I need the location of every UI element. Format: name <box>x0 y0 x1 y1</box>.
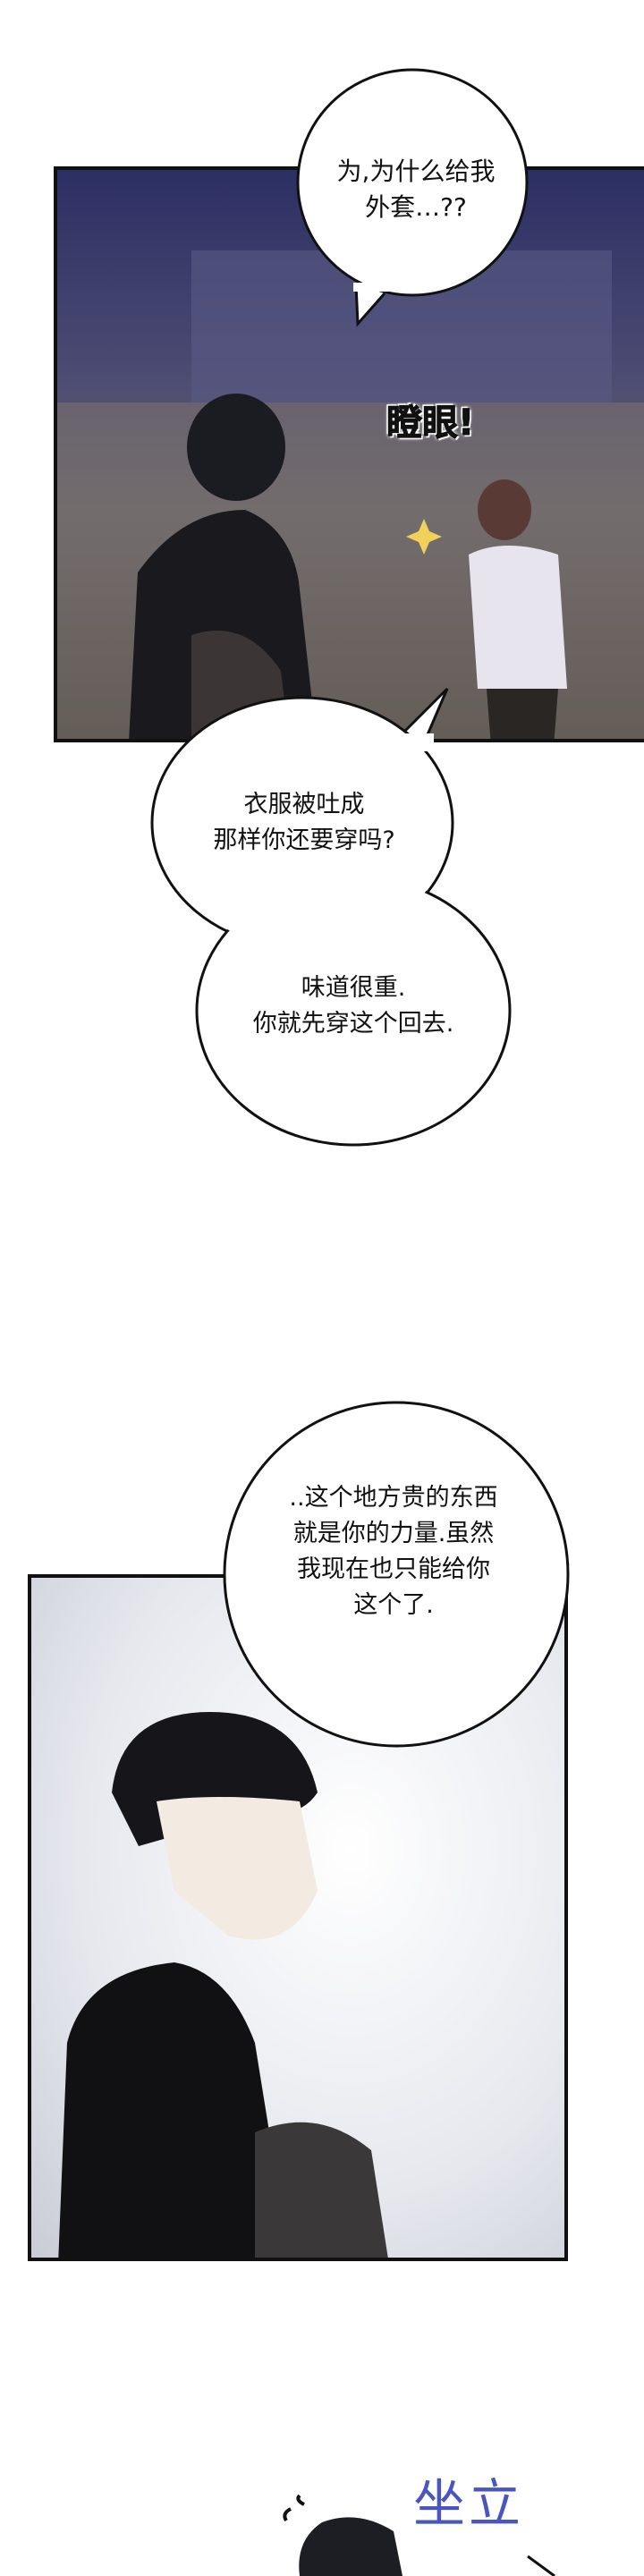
sfx-sit-up: 坐立 <box>413 2473 525 2534</box>
speech-bubble-4-shape <box>223 1401 570 1748</box>
speech-bubble-3-text: 味道很重. 你就先穿这个回去. <box>252 974 454 1038</box>
boy-character <box>58 1712 388 2258</box>
speech-bubble-1-shape <box>296 68 529 327</box>
speech-bubble-2-shape <box>150 687 512 1147</box>
sparkle-icon <box>406 519 442 555</box>
speech-bubble-2-text: 衣服被吐成 那样你还要穿吗? <box>213 791 395 854</box>
speech-bubble-1-text: 为,为什么给我 外套…?? <box>336 157 496 222</box>
chibi-hair <box>299 2517 402 2576</box>
sweat-mark-icon <box>283 2494 305 2522</box>
speech-bubble-4-text: ..这个地方贵的东西 就是你的力量.虽然 我现在也只能给你 这个了. <box>289 1484 498 1619</box>
panel-2-artwork <box>58 1712 388 2258</box>
dark-haired-character <box>129 394 317 739</box>
sfx-stare: 瞪眼! <box>386 402 475 445</box>
brown-haired-character <box>469 479 567 739</box>
motion-line <box>527 2555 555 2576</box>
